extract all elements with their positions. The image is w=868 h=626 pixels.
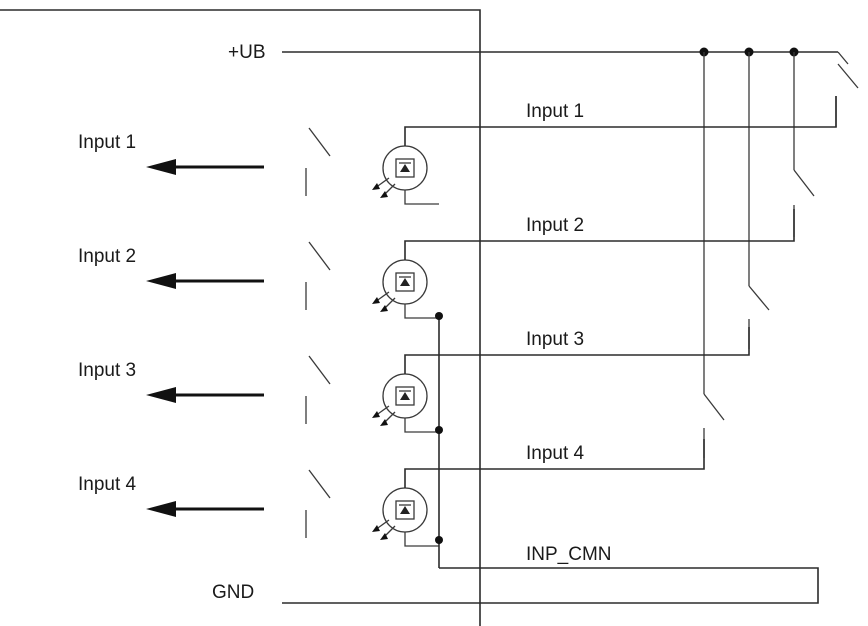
input-channel-2: Input 2 Input 2 bbox=[78, 209, 795, 319]
internal-switch bbox=[308, 241, 331, 271]
external-switch-3 bbox=[748, 52, 770, 349]
common-label: INP_CMN bbox=[526, 544, 612, 565]
return-wire bbox=[404, 304, 439, 319]
wire-input-label: Input 3 bbox=[526, 329, 584, 350]
diode-triangle bbox=[400, 278, 410, 286]
input-channel-1: Input 1 Input 1 bbox=[78, 96, 837, 205]
return-wire bbox=[404, 418, 439, 433]
input-wire bbox=[404, 96, 837, 146]
diode-triangle bbox=[400, 164, 410, 172]
internal-switch bbox=[308, 127, 331, 157]
diode-box bbox=[395, 158, 415, 178]
device-enclosure bbox=[0, 9, 481, 626]
outer-input-label: Input 2 bbox=[78, 246, 136, 267]
common-junction-dot bbox=[435, 312, 443, 320]
arrow-head bbox=[146, 159, 176, 175]
supply-label: +UB bbox=[228, 42, 266, 63]
common-junction-dot bbox=[435, 426, 443, 434]
external-switch-2 bbox=[793, 52, 815, 237]
supply-rail-end bbox=[837, 51, 849, 65]
return-wire bbox=[404, 532, 439, 547]
common-wire bbox=[282, 567, 819, 604]
light-arrow-head bbox=[380, 533, 388, 540]
return-wire bbox=[404, 190, 439, 205]
outer-input-label: Input 1 bbox=[78, 132, 136, 153]
arrow-head bbox=[146, 501, 176, 517]
light-arrow-head bbox=[380, 305, 388, 312]
arrow-head bbox=[146, 273, 176, 289]
input-channel-3: Input 3 Input 3 bbox=[78, 327, 750, 433]
common-junction-dot bbox=[435, 536, 443, 544]
input-wire bbox=[404, 327, 750, 374]
wire-input-label: Input 4 bbox=[526, 443, 585, 464]
input-wire bbox=[404, 439, 705, 488]
light-arrow-head bbox=[372, 297, 380, 304]
wire-input-label: Input 1 bbox=[526, 101, 584, 122]
light-arrow-head bbox=[380, 419, 388, 426]
internal-switch bbox=[308, 355, 331, 385]
input-wire bbox=[404, 209, 795, 260]
diode-triangle bbox=[400, 392, 410, 400]
arrow-head bbox=[146, 387, 176, 403]
internal-switch bbox=[308, 469, 331, 499]
diode-triangle bbox=[400, 506, 410, 514]
diode-box bbox=[395, 500, 415, 520]
wire-input-label: Input 2 bbox=[526, 215, 584, 236]
diode-box bbox=[395, 272, 415, 292]
light-arrow-head bbox=[380, 191, 388, 198]
diode-box bbox=[395, 386, 415, 406]
external-switch-4 bbox=[703, 52, 725, 458]
light-arrow-head bbox=[372, 411, 380, 418]
outer-input-label: Input 4 bbox=[78, 474, 137, 495]
external-switch-1 bbox=[835, 63, 859, 127]
outer-input-label: Input 3 bbox=[78, 360, 136, 381]
light-arrow-head bbox=[372, 183, 380, 190]
input-channel-4: Input 4 Input 4 bbox=[78, 439, 705, 547]
ground-label: GND bbox=[212, 582, 254, 603]
light-arrow-head bbox=[372, 525, 380, 532]
